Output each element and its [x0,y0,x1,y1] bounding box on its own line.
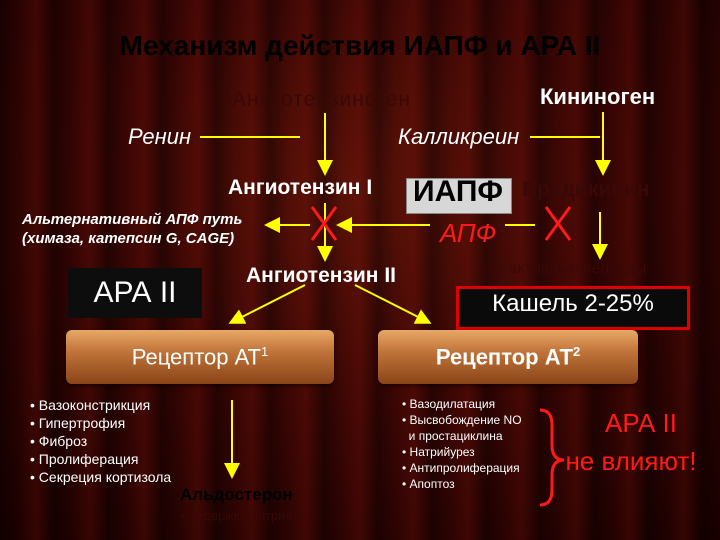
node-bradykinin: Брадикинин [522,178,650,201]
list-item: • Фиброз [30,433,88,449]
at2-effects-list: • Вазодилатация • Высвобождение NO и про… [402,396,522,492]
receptor-at2-text: Рецептор АТ [435,344,573,370]
alt-path-line2: (химаза, катепсин G, CAGE) [22,230,235,247]
list-item: • Пролиферация [30,451,139,467]
ara-note-line1: АРА II [605,408,677,438]
cough-box [456,286,690,330]
node-aldosterone: Альдостерон [180,485,293,504]
list-item: • Апоптоз [402,477,455,491]
at1-effects-list: • Вазоконстрикция • Гипертрофия • Фиброз… [30,396,171,486]
node-apf: АПФ [440,218,497,248]
arrow-ang2-to-at2 [354,284,432,324]
list-item: • Антипролиферация [402,461,520,475]
receptor-at2-sup: 2 [572,344,581,359]
list-item: • Секреция кортизола [30,469,172,485]
node-angiotensinogen: Ангиотензиноген [232,88,411,111]
node-kininogen: Кининоген [540,84,656,109]
list-item: • Натрийурез [402,445,475,459]
receptor-at2-label: Рецептор АТ2 [378,344,638,370]
node-ara2: АРА II [93,276,177,309]
list-item: и простациклина [408,429,503,443]
list-item: • Вазодилатация [402,397,496,411]
aldosterone-effect: • Задержка натрия [180,508,293,523]
node-iapf: ИАПФ [413,175,503,208]
receptor-at2-pill [378,330,638,384]
node-angiotensin-1: Ангиотензин I [228,176,373,199]
brace [539,408,565,507]
receptor-at1-sup: 1 [261,344,269,359]
alt-path-line1: Альтернативный АПФ путь [22,211,243,228]
list-item: • Высвобождение NO [402,413,522,427]
ara2-box [68,268,202,318]
receptor-at1-text: Рецептор АТ [131,344,261,370]
arrow-ang2-to-at1 [228,284,306,324]
node-inactive-peptides: Неактивные пептиды [488,260,647,277]
slide-title: Механизм действия ИАПФ и АРА II [119,30,601,61]
block-cross-right-b [544,206,572,241]
receptor-at1-label: Рецептор АТ1 [66,344,334,370]
node-angiotensin-2: Ангиотензин II [246,264,396,287]
node-cough: Кашель 2-25% [492,290,654,317]
block-cross-left-b [310,206,338,241]
ara-note-line2: не влияют! [565,446,697,476]
list-item: • Вазоконстрикция [30,397,151,413]
iapf-badge [406,178,512,214]
list-item: • Гипертрофия [30,415,126,431]
receptor-at1-pill [66,330,334,384]
node-renin: Ренин [128,124,192,149]
node-kallikrein: Калликреин [398,124,520,149]
